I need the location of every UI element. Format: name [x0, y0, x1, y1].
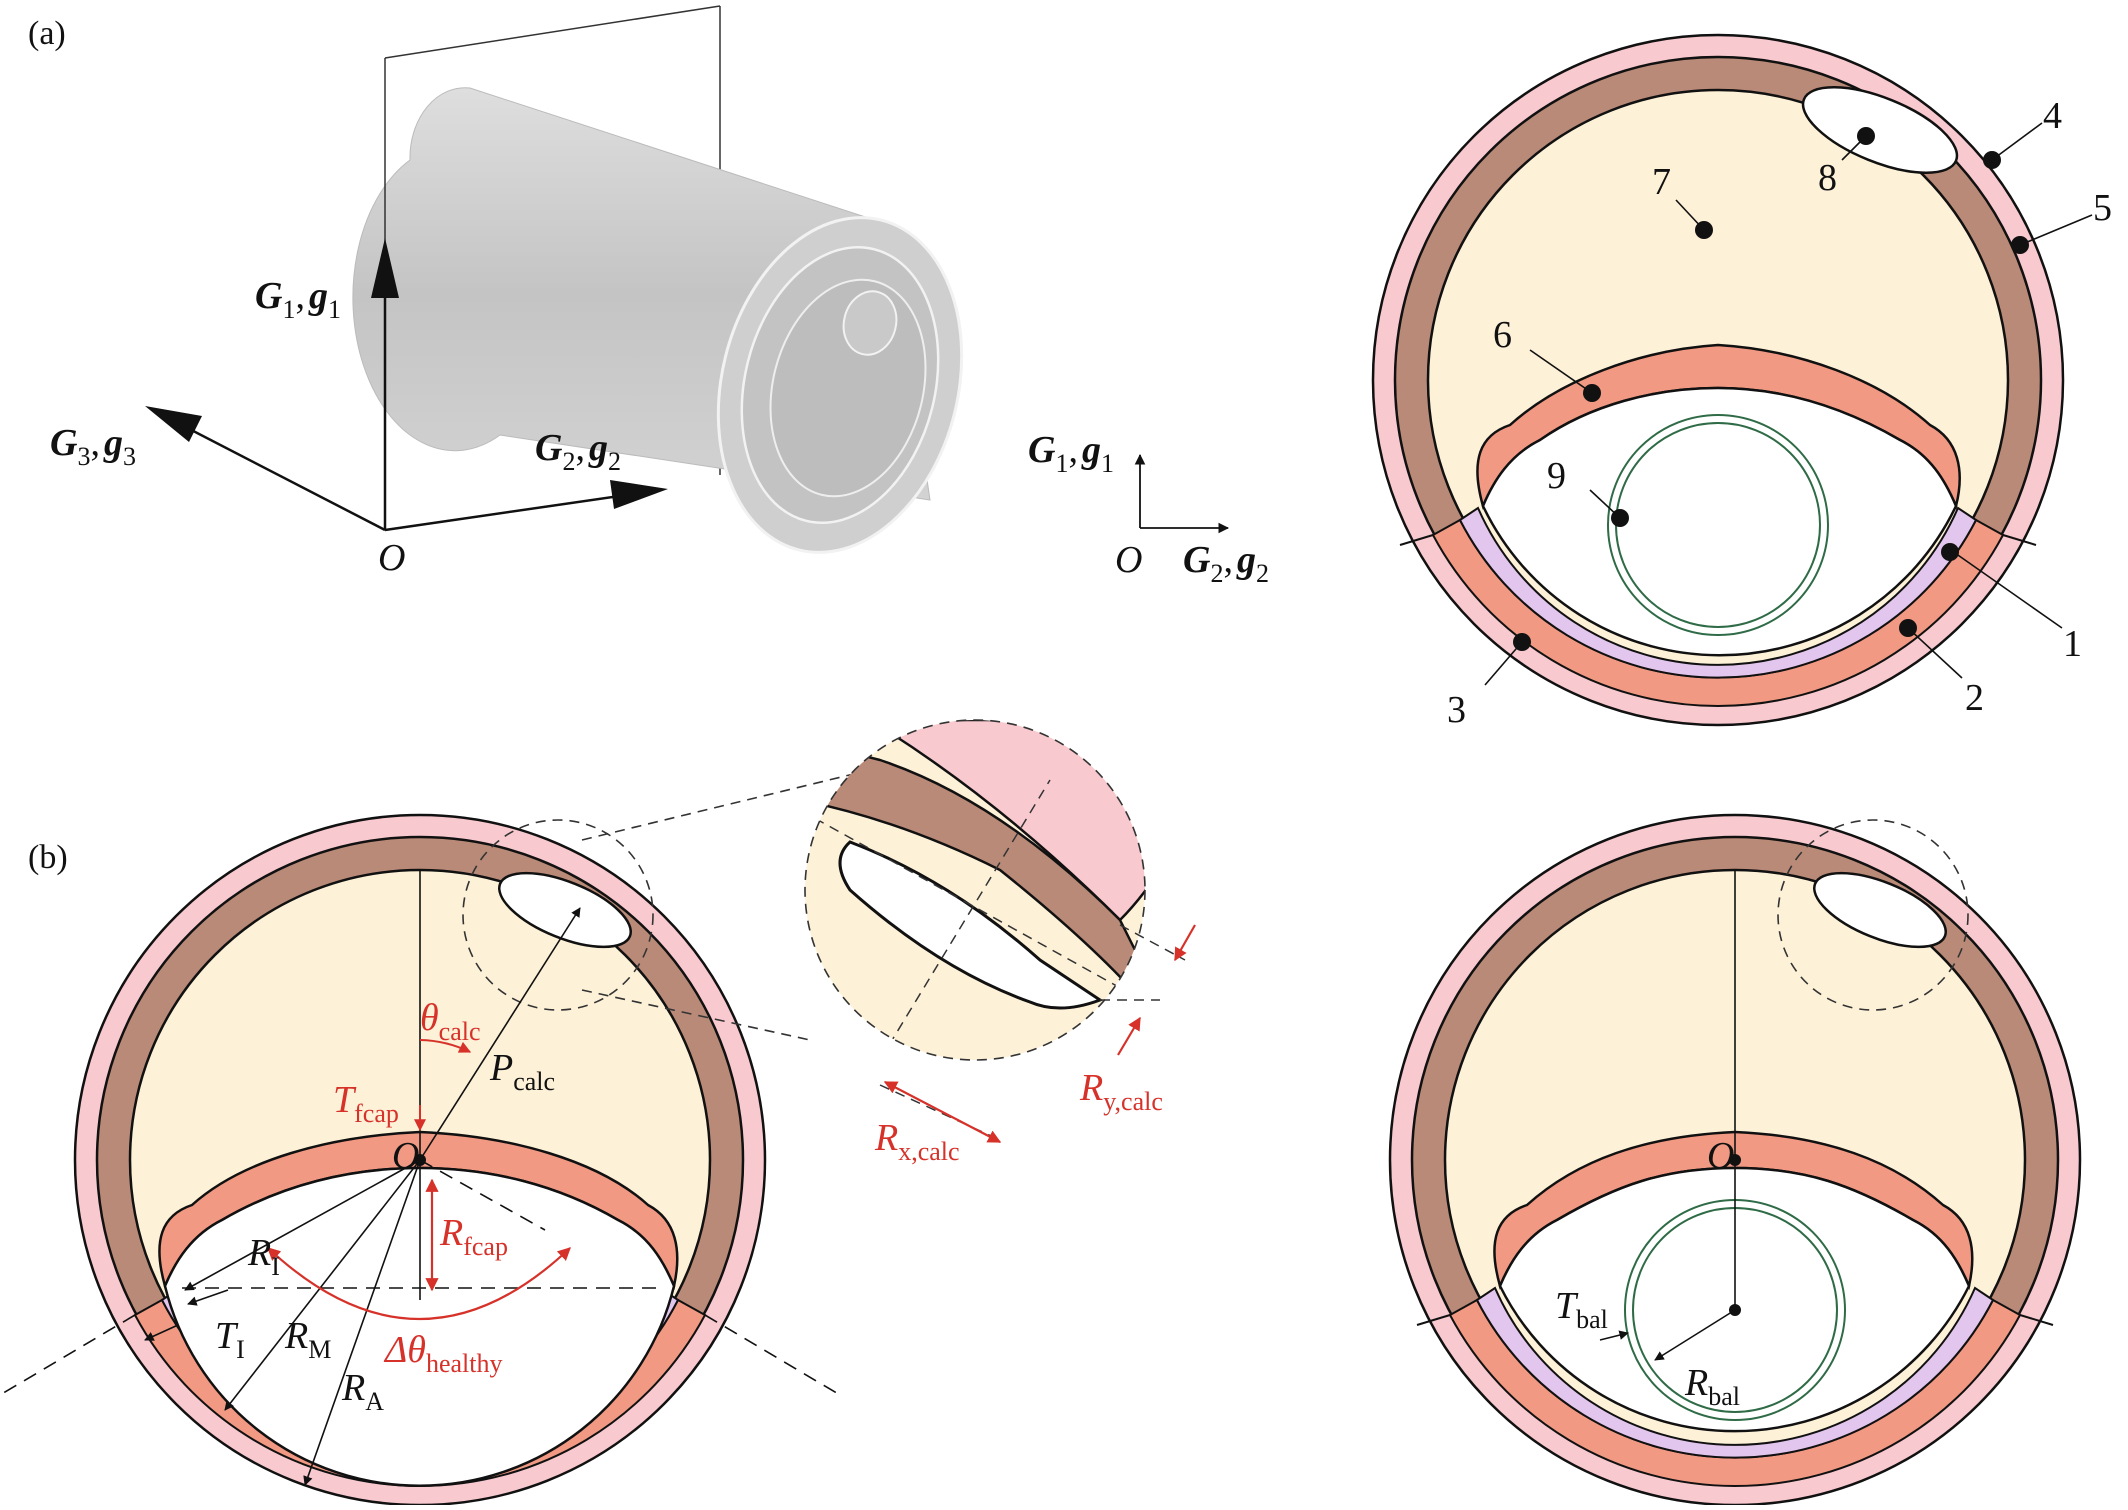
lumen [1481, 386, 1958, 657]
marker-dot-4 [1983, 151, 2001, 169]
label-delta-theta-healthy: Δθhealthy [383, 1329, 503, 1378]
label-ry-calc: Ry,calc [1079, 1067, 1163, 1116]
marker-dot-3 [1513, 633, 1531, 651]
label-theta-calc: θcalc [420, 997, 481, 1046]
cross-section-b-left [0, 813, 841, 1507]
layer-number-5: 5 [2093, 187, 2112, 229]
g1-arrowhead [371, 238, 399, 298]
layer-number-1: 1 [2063, 623, 2082, 665]
panel-label-a: (a) [28, 15, 66, 52]
axis3d-label-g3: G3,g3 [50, 422, 136, 471]
layer-number-6: 6 [1493, 314, 1512, 356]
calcification [1801, 86, 1959, 174]
marker-dot-8 [1857, 127, 1875, 145]
label-t-bal: Tbal [1555, 1285, 1608, 1334]
label-origin-b-right: O [1707, 1135, 1734, 1177]
marker-dot-5 [2011, 236, 2029, 254]
axis2d-label-g1: G1,g1 [1028, 429, 1114, 478]
label-r-fcap: Rfcap [439, 1212, 508, 1261]
marker-dot-7 [1695, 221, 1713, 239]
balloon-outer [1607, 414, 1829, 636]
label-r-bal: Rbal [1684, 1362, 1740, 1411]
layer-number-2: 2 [1965, 677, 1984, 719]
number-leaders [1484, 122, 2093, 686]
cylinder-3d [352, 5, 964, 554]
layer-number-9: 9 [1547, 455, 1566, 497]
layer-number-3: 3 [1447, 689, 1466, 731]
axes-3d [145, 238, 668, 532]
healthy-intima [1458, 506, 1978, 679]
label-t-i: TI [215, 1315, 245, 1364]
layer-number-7: 7 [1652, 161, 1671, 203]
panel-label-b: (b) [28, 839, 68, 876]
label-rx-calc: Rx,calc [874, 1117, 960, 1166]
label-r-i: RI [247, 1232, 280, 1281]
axis2d-label-g2: G2,g2 [1183, 539, 1269, 588]
layer-number-8: 8 [1818, 157, 1837, 199]
axis3d-origin: O [378, 537, 405, 579]
axis2d-origin: O [1115, 539, 1142, 581]
label-origin-b-left: O [392, 1135, 419, 1177]
axis3d-label-g1: G1,g1 [255, 275, 341, 324]
marker-dot-2 [1899, 619, 1917, 637]
axes-2d [1134, 453, 1230, 534]
zoom-detail [581, 719, 1196, 1143]
g3-arrowhead [145, 406, 202, 442]
cross-section-a [1371, 33, 2065, 727]
label-p-calc: Pcalc [489, 1047, 555, 1096]
marker-dot-9 [1611, 509, 1629, 527]
marker-dot-1 [1941, 543, 1959, 561]
marker-dot-6 [1583, 384, 1601, 402]
label-r-m: RM [284, 1315, 331, 1364]
g2-arrowhead [610, 480, 668, 509]
label-r-a: RA [341, 1367, 384, 1416]
label-t-fcap: Tfcap [333, 1079, 399, 1128]
axis3d-label-g2: G2,g2 [535, 427, 621, 476]
cross-section-b-right [1388, 813, 2082, 1507]
layer-number-4: 4 [2043, 95, 2062, 137]
